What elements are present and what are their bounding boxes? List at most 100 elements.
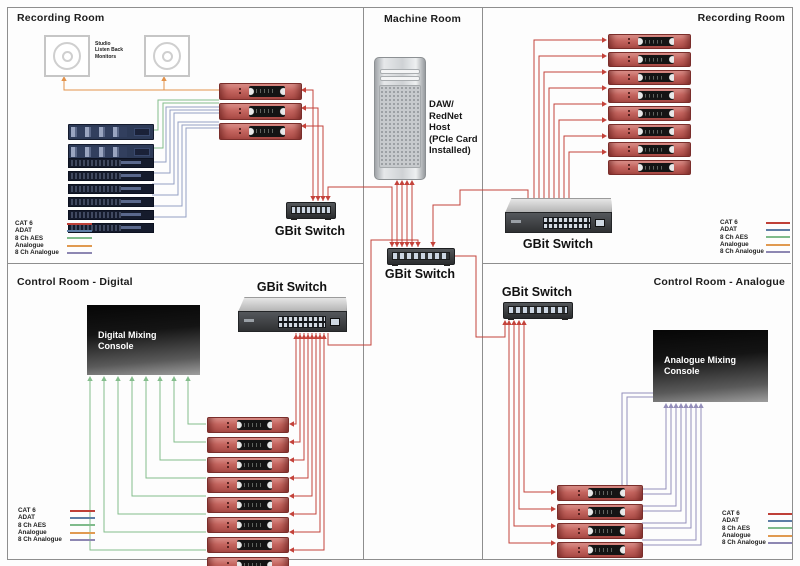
daw-host-computer bbox=[374, 57, 426, 180]
legend-color-swatch bbox=[768, 541, 792, 544]
console-label: Digital Mixing Console bbox=[98, 329, 157, 352]
unit-display bbox=[638, 127, 674, 136]
legend-item: CAT 6 bbox=[15, 220, 92, 227]
legend-item: 8 Ch Analogue bbox=[720, 248, 790, 255]
speaker-cone-icon bbox=[153, 42, 181, 70]
legend-color-swatch bbox=[766, 228, 790, 231]
legend-color-swatch bbox=[70, 531, 95, 534]
gbit-switch-core bbox=[387, 248, 455, 266]
legend-color-swatch bbox=[67, 229, 92, 232]
legend-color-swatch bbox=[766, 243, 790, 246]
gbit-switch-recording-left bbox=[286, 202, 336, 220]
rednet-stack-recording-right bbox=[608, 34, 691, 175]
unit-display bbox=[638, 109, 674, 118]
legend-color-swatch bbox=[70, 509, 95, 512]
unit-display bbox=[236, 460, 272, 470]
rednet-unit bbox=[219, 103, 302, 120]
unit-display bbox=[236, 540, 272, 550]
unit-display bbox=[638, 91, 674, 100]
rack-thin-unit bbox=[68, 210, 154, 220]
rednet-unit bbox=[207, 457, 289, 473]
legend-label: Analogue bbox=[15, 242, 44, 250]
rednet-unit bbox=[608, 124, 691, 139]
legend-item: CAT 6 bbox=[720, 219, 790, 226]
unit-display bbox=[588, 507, 626, 517]
adat-rack-stack bbox=[68, 158, 154, 233]
rack-thin-unit bbox=[68, 197, 154, 207]
divider-right-horizontal bbox=[482, 263, 791, 264]
monitors-label: Studio Listen Back Monitors bbox=[95, 41, 124, 60]
legend-label: 8 Ch Analogue bbox=[722, 539, 766, 547]
gbit-switch-label-control-digital: GBit Switch bbox=[256, 280, 328, 294]
gbit-switch-label-recording-left: GBit Switch bbox=[274, 224, 346, 238]
legend-item: ADAT bbox=[722, 517, 792, 524]
rack-thin-unit bbox=[68, 158, 154, 168]
rednet-unit bbox=[608, 160, 691, 175]
switch-top-panel bbox=[238, 297, 347, 312]
rednet-unit bbox=[219, 83, 302, 100]
legend-label: Analogue bbox=[720, 241, 749, 249]
rednet-stack-control-analogue bbox=[557, 485, 643, 558]
rednet-unit bbox=[608, 106, 691, 121]
rednet-unit bbox=[207, 477, 289, 493]
rednet-unit bbox=[557, 542, 643, 558]
rednet-unit bbox=[207, 557, 289, 566]
monitor-speaker-left bbox=[44, 35, 90, 77]
unit-display bbox=[638, 73, 674, 82]
room-title-control-analogue: Control Room - Analogue bbox=[653, 276, 785, 288]
rednet-unit bbox=[608, 70, 691, 85]
gbit-switch-control-digital bbox=[238, 297, 347, 332]
legend-label: Analogue bbox=[18, 529, 47, 537]
divider-right-column bbox=[482, 7, 483, 559]
front-grill bbox=[379, 85, 421, 168]
legend-label: ADAT bbox=[15, 227, 33, 235]
rednet-unit bbox=[207, 497, 289, 513]
legend-label: CAT 6 bbox=[15, 220, 33, 228]
legend-item: 8 Ch Analogue bbox=[15, 249, 92, 256]
rednet-unit bbox=[207, 517, 289, 533]
legend-color-swatch bbox=[766, 236, 790, 239]
switch-front-panel bbox=[238, 311, 347, 332]
unit-display bbox=[249, 106, 285, 117]
unit-display bbox=[588, 526, 626, 536]
gbit-switch-label-control-analogue: GBit Switch bbox=[501, 285, 573, 299]
rednet-unit bbox=[557, 485, 643, 501]
unit-display bbox=[236, 420, 272, 430]
legend-color-swatch bbox=[70, 524, 95, 527]
unit-display bbox=[249, 126, 285, 137]
legend-color-swatch bbox=[67, 244, 92, 247]
switch-front-panel bbox=[505, 212, 612, 233]
drive-slot bbox=[380, 76, 420, 81]
legend-label: 8 Ch AES bbox=[15, 234, 44, 242]
legend-label: CAT 6 bbox=[18, 507, 36, 515]
daw-host-label: DAW/ RedNet Host (PCIe Card Installed) bbox=[429, 99, 478, 156]
room-title-recording-left: Recording Room bbox=[17, 12, 105, 24]
unit-display bbox=[588, 488, 626, 498]
legend-color-swatch bbox=[67, 251, 92, 254]
legend-label: 8 Ch AES bbox=[18, 521, 47, 529]
unit-display bbox=[638, 145, 674, 154]
rack-tall-unit bbox=[68, 124, 154, 140]
rack-thin-unit bbox=[68, 171, 154, 181]
unit-display bbox=[236, 520, 272, 530]
speaker-cone-icon bbox=[53, 42, 81, 70]
legend-label: ADAT bbox=[722, 517, 740, 525]
legend-color-swatch bbox=[67, 237, 92, 240]
legend-label: 8 Ch Analogue bbox=[15, 249, 59, 257]
gbit-switch-recording-right bbox=[505, 198, 612, 233]
rednet-unit bbox=[608, 52, 691, 67]
unit-display bbox=[236, 440, 272, 450]
legend-color-swatch bbox=[766, 250, 790, 253]
legend-item: 8 Ch AES bbox=[720, 234, 790, 241]
unit-display bbox=[638, 55, 674, 64]
legend-item: ADAT bbox=[18, 514, 95, 521]
rednet-stack-control-digital bbox=[207, 417, 289, 566]
unit-display bbox=[236, 560, 272, 566]
legend-label: Analogue bbox=[722, 532, 751, 540]
legend-item: 8 Ch AES bbox=[18, 522, 95, 529]
legend-item: 8 Ch AES bbox=[722, 525, 792, 532]
rednet-unit bbox=[608, 88, 691, 103]
